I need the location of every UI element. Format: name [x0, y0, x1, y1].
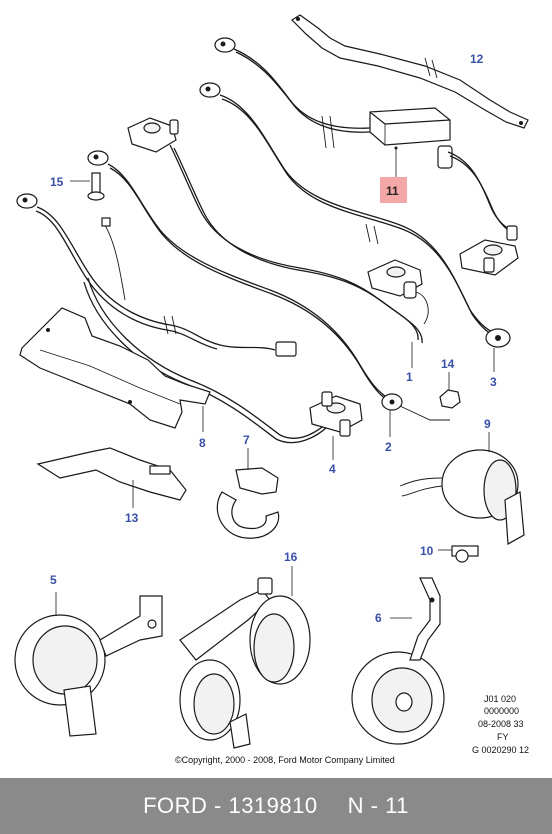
exploded-parts-diagram: 12 11 15 14 1 3 8 2 9 7 4 13 10 16 5 6 J…	[14, 14, 529, 765]
part-8-bracket	[19, 307, 211, 432]
part-16-horn	[179, 566, 311, 749]
label-10: 10	[420, 544, 434, 558]
label-15: 15	[50, 175, 64, 189]
part-11-module	[369, 107, 518, 236]
part-2-cable	[87, 150, 450, 437]
label-7: 7	[243, 433, 250, 447]
code-line-2: 0000000	[484, 706, 519, 716]
drawing-code-block: J01 020 0000000 08-2008 33 FY G 0020290 …	[472, 694, 529, 755]
label-12: 12	[470, 52, 484, 66]
label-11: 11	[386, 184, 399, 198]
label-3: 3	[490, 375, 497, 389]
copyright-text: ©Copyright, 2000 - 2008, Ford Motor Comp…	[175, 755, 395, 765]
part-13-bracket	[36, 447, 187, 508]
part-cable-upper	[214, 37, 371, 149]
label-4: 4	[329, 462, 336, 476]
part-6-horn	[351, 577, 445, 745]
label-6: 6	[375, 611, 382, 625]
footer-reference: N - 11	[347, 793, 409, 818]
label-2: 2	[385, 440, 392, 454]
label-13: 13	[125, 511, 139, 525]
part-7-clip	[216, 448, 280, 539]
part-battery-clamp-middle	[367, 259, 429, 325]
label-8: 8	[199, 436, 206, 450]
part-9-horn	[399, 432, 525, 545]
code-line-1: J01 020	[484, 694, 516, 704]
part-14-nut	[439, 372, 461, 409]
label-16: 16	[284, 550, 298, 564]
part-1-cable	[127, 117, 423, 368]
part-battery-clamp-right	[459, 225, 519, 276]
part-3-cable	[199, 82, 511, 372]
part-10-bolt	[438, 545, 479, 563]
part-5-horn	[14, 592, 163, 737]
label-1: 1	[406, 370, 413, 384]
part-4-cable	[16, 193, 331, 444]
code-line-4: FY	[497, 732, 509, 742]
label-5: 5	[50, 573, 57, 587]
footer-bar: FORD - 1319810 N - 11	[0, 778, 552, 834]
part-12-ground-strap	[291, 14, 529, 129]
code-line-3: 08-2008 33	[478, 719, 524, 729]
footer-part-number: FORD - 1319810	[143, 793, 318, 818]
label-14: 14	[441, 357, 455, 371]
part-4-clamp	[309, 391, 363, 460]
label-11-highlight	[380, 177, 407, 203]
part-15-bolt	[70, 172, 105, 201]
label-9: 9	[484, 417, 491, 431]
code-line-5: G 0020290 12	[472, 745, 529, 755]
